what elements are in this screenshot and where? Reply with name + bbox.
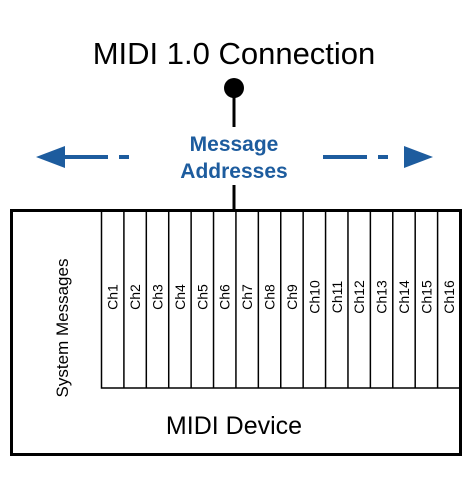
channel-label: Ch15 [418, 280, 434, 314]
channel-label: Ch10 [306, 280, 322, 314]
arrow-right-icon [323, 146, 433, 168]
channel-label: Ch5 [194, 284, 210, 310]
channel-grid: Ch1 Ch2 Ch3 Ch4 Ch5 Ch6 Ch7 Ch8 Ch9 Ch10 Ch11 Ch12 C… [100, 210, 460, 389]
channel-label: Ch11 [329, 281, 345, 314]
channel-label: Ch2 [127, 284, 143, 310]
channel-label: Ch1 [105, 284, 121, 310]
diagram-title: MIDI 1.0 Connection [93, 36, 376, 71]
channel-label: Ch14 [396, 280, 412, 314]
address-label-line1: Message [190, 133, 279, 156]
address-label-line2: Addresses [180, 160, 287, 183]
connection-dot-icon [224, 78, 244, 98]
channel-label: Ch6 [217, 284, 233, 310]
channel-label: Ch3 [150, 284, 166, 310]
channel-grid-border [100, 210, 460, 389]
midi-device-label: MIDI Device [166, 412, 302, 440]
channel-label: Ch8 [262, 284, 278, 310]
channel-label: Ch16 [441, 280, 457, 314]
system-messages-label: System Messages [53, 259, 72, 398]
channel-label: Ch9 [284, 284, 300, 310]
channel-label: Ch7 [239, 284, 255, 310]
channel-label: Ch4 [172, 284, 188, 310]
arrow-left-icon [36, 146, 129, 168]
address-label-backdrop [170, 127, 300, 185]
channel-label: Ch12 [351, 280, 367, 314]
channel-label: Ch13 [374, 280, 390, 314]
